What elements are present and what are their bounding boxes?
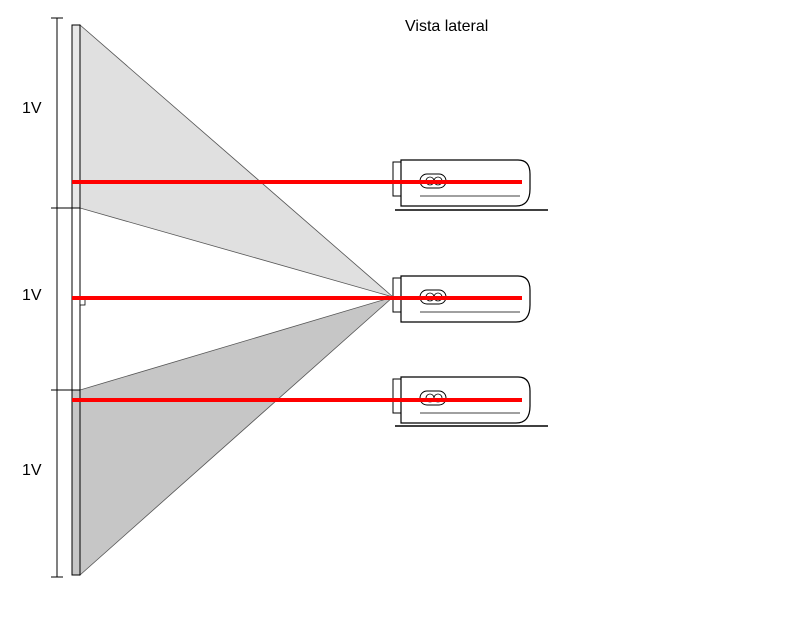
height-label-top: 1V bbox=[22, 100, 42, 117]
height-label-bottom: 1V bbox=[22, 462, 42, 479]
diagram-title: Vista lateral bbox=[405, 18, 489, 35]
height-scale bbox=[51, 17, 80, 578]
height-label-middle: 1V bbox=[22, 287, 42, 304]
lower-projection-area bbox=[79, 296, 394, 576]
upper-projection-area bbox=[79, 24, 394, 298]
